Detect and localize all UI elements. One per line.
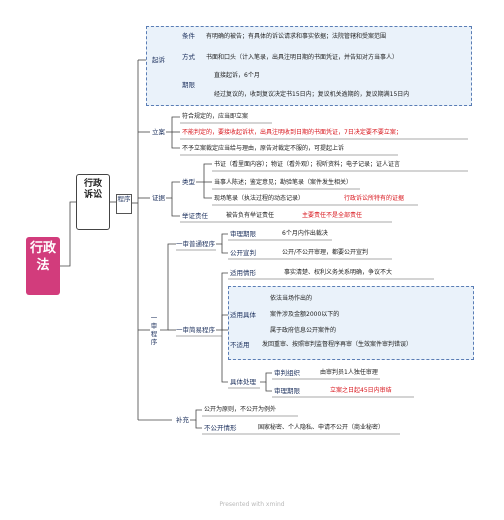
node-zhengju[interactable]: 证据 [152, 194, 165, 202]
node-period-direct: 直接起诉，6个月 [214, 72, 260, 79]
node-types-c: 现场笔录（执法过程的动态记录） [214, 195, 305, 202]
node-method-text: 书面和口头（计入笔录，出具注明日期的书面凭证，并告知对方当事人） [206, 54, 399, 61]
node-simple-procedure[interactable]: 一审简易程序 [176, 326, 215, 334]
node-buchong-np-label[interactable]: 不公开情形 [204, 424, 237, 432]
node-burden-text: 被告负有举证责任 [226, 212, 275, 219]
node-lian-b: 不能判定的，要接收起诉状，出具注明收到日期的书面凭证，7日决定要不要立案； [182, 129, 402, 136]
topic-label: 行政诉讼 [83, 179, 102, 200]
root-connector [60, 201, 76, 267]
qisu-highlight-box [146, 26, 472, 106]
node-simple-apply-item: 属于政府信息公开案件的 [270, 327, 337, 334]
node-simple-scope-label[interactable]: 适用情形 [230, 269, 256, 277]
node-simple-scope: 事实清楚、权利义务关系明确，争议不大 [284, 269, 393, 276]
node-conditions-label[interactable]: 条件 [182, 32, 195, 40]
topic-procedure[interactable]: 程序 [116, 194, 132, 214]
node-normal-pub: 公开/不公开审理，都要公开宣判 [282, 249, 369, 256]
node-buchong[interactable]: 补充 [176, 416, 189, 424]
node-period-review: 经过复议的，收到复议决定书15日内；复议机关逾期的，复议期满15日内 [214, 91, 410, 98]
root-node[interactable]: 行政法 [26, 237, 60, 295]
node-lian-c: 不予立案裁定应当给与理由，原告对裁定不服的，可提起上诉 [182, 145, 345, 152]
watermark-footer: Presented with xmind [219, 501, 285, 508]
simple-scope-highlight-box [228, 286, 474, 360]
node-types-c-red: 行政诉讼所特有的证据 [344, 195, 405, 202]
node-simple-apply-label[interactable]: 适用具体 [230, 311, 256, 319]
node-types-a: 书证（看里面内容）；物证（看外观）；视听资料；电子记录；证人证言 [214, 161, 401, 168]
node-normal-procedure[interactable]: 一审普通程序 [176, 240, 215, 248]
topic-administrative-litigation[interactable]: 行政诉讼 [76, 174, 110, 230]
node-period-label[interactable]: 期限 [182, 81, 195, 89]
node-types-b: 当事人陈述；鉴定意见；勘验笔录（案件发生相关） [214, 179, 353, 186]
node-simple-limit-label[interactable]: 审理期限 [274, 387, 300, 395]
node-normal-limit: 6个月内作出裁决 [282, 230, 328, 237]
node-simple-limit: 立案之日起45日内审结 [330, 387, 392, 394]
node-buchong-principle: 公开为原则，不公开为例外 [204, 406, 277, 413]
node-types-label[interactable]: 类型 [182, 178, 195, 186]
node-simple-org: 由审判员1人独任审理 [320, 369, 378, 376]
node-simple-notapply: 发回重审、按照审判监督程序再审（生效案件审判错误） [262, 341, 413, 348]
node-qisu[interactable]: 起诉 [152, 56, 165, 64]
node-simple-apply-item: 案件涉及金额2000以下的 [270, 311, 340, 318]
node-method-label[interactable]: 方式 [182, 53, 195, 61]
node-simple-org-label[interactable]: 审判组织 [274, 369, 300, 377]
node-normal-pub-label[interactable]: 公开宣判 [230, 249, 256, 257]
node-lian-a: 符合规定的，应当即立案 [182, 113, 249, 120]
node-simple-apply-item: 依法当场作出的 [270, 295, 313, 302]
node-simple-notapply-label[interactable]: 不适用 [230, 341, 250, 349]
node-conditions-text: 有明确的被告；有具体的诉讼请求和事实依据；法院管辖和受案范围 [206, 33, 387, 40]
node-burden-red: 主要责任不是全部责任 [302, 212, 363, 219]
node-buchong-np: 国家秘密、个人隐私、申请不公开（商业秘密） [258, 424, 385, 431]
node-normal-limit-label[interactable]: 审理期限 [230, 230, 256, 238]
node-simple-handle-label[interactable]: 具体处理 [230, 378, 256, 386]
node-yishen[interactable]: 一审程序 [150, 314, 158, 346]
node-lian[interactable]: 立案 [152, 128, 165, 136]
node-burden-label[interactable]: 举证责任 [182, 212, 208, 220]
